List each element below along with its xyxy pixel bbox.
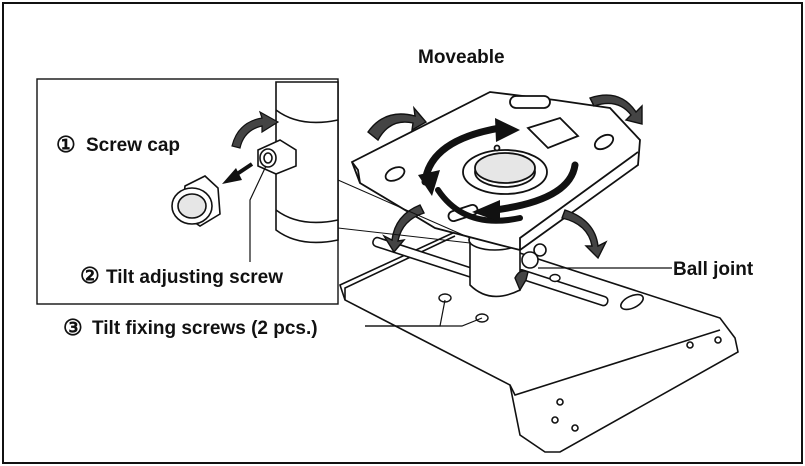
screw-cap-label: Screw cap <box>86 135 180 156</box>
unscrew-arrow-icon <box>231 110 280 149</box>
tilt-adjusting-screw-icon <box>257 139 297 175</box>
tilt-adjusting-screw-number: ② <box>80 263 100 288</box>
remove-arrow-icon <box>222 162 254 184</box>
rotate-arrowheads-icon <box>418 118 520 222</box>
tilt-adjusting-screw-label: Tilt adjusting screw <box>106 267 283 288</box>
tilt-fixing-screw-icon <box>438 273 561 323</box>
inset-cylinder <box>275 81 339 244</box>
screw-cap-icon <box>171 175 221 227</box>
ball-joint-label: Ball joint <box>673 259 754 280</box>
tilt-fixing-screws-label: Tilt fixing screws (2 pcs.) <box>92 318 318 339</box>
leader-lines <box>249 165 672 327</box>
tilt-arrow-icon <box>367 94 643 292</box>
screw-cap-number: ① <box>56 132 76 157</box>
moveable-label: Moveable <box>418 47 505 68</box>
tilt-fixing-screws-number: ③ <box>63 315 83 340</box>
ceiling-bracket-plate <box>339 231 739 453</box>
